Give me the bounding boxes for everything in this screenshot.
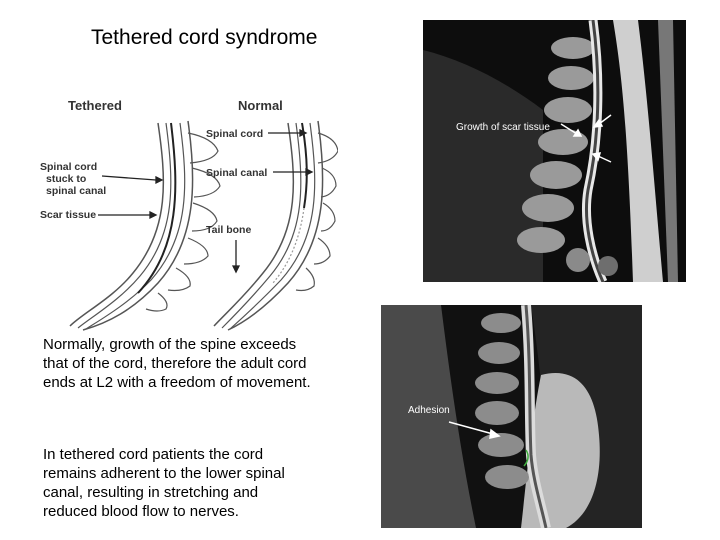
mri-scan-2 <box>381 305 642 528</box>
label-tail-bone: Tail bone <box>206 224 251 236</box>
label-stuck-line-2: stuck to <box>46 173 86 185</box>
label-stuck-line-1: Spinal cord <box>40 161 97 173</box>
explanation-paragraph-tethered: In tethered cord patients the cord remai… <box>43 446 285 520</box>
label-stuck-line-3: spinal canal <box>46 185 106 197</box>
mri-label-scar-tissue: Growth of scar tissue <box>456 122 550 133</box>
mri-scar-tissue-image: Growth of scar tissue <box>423 20 686 282</box>
slide-title: Tethered cord syndrome <box>91 26 318 49</box>
label-arrows <box>98 128 314 274</box>
label-spinal-cord: Spinal cord <box>206 128 263 140</box>
spine-illustration: Tethered Normal <box>40 98 338 331</box>
normal-heading: Normal <box>238 98 283 113</box>
label-scar-tissue: Scar tissue <box>40 209 96 221</box>
mri-label-adhesion: Adhesion <box>408 405 450 416</box>
label-spinal-canal: Spinal canal <box>206 167 267 179</box>
tethered-spine-drawing <box>69 120 221 331</box>
mri-adhesion-image: Adhesion <box>381 305 642 528</box>
tethered-heading: Tethered <box>68 98 122 113</box>
explanation-paragraph-normal: Normally, growth of the spine exceeds th… <box>43 336 311 391</box>
mri-scan-1 <box>423 20 686 282</box>
spine-comparison-diagram: Tethered Normal <box>38 88 338 333</box>
